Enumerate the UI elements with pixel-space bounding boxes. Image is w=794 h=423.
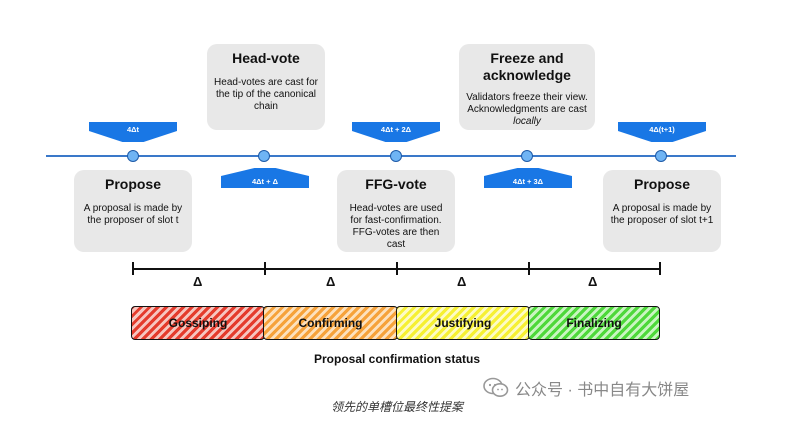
status-confirming: Confirming	[263, 306, 398, 340]
ruler-tick	[659, 262, 661, 275]
delta-label: Δ	[193, 274, 203, 289]
card-propose-t1: Propose A proposal is made by the propos…	[603, 170, 721, 252]
card-title: Propose	[104, 176, 161, 192]
watermark-text: 公众号 · 书中自有大饼屋	[515, 382, 690, 399]
status-justifying: Justifying	[396, 306, 530, 340]
card-title: Propose	[633, 176, 690, 192]
status-gossiping: Gossiping	[131, 306, 265, 340]
ruler-tick	[528, 262, 530, 275]
card-body: A proposal is made by the proposer of sl…	[610, 203, 714, 226]
card-freeze-acknowledge: Freeze and acknowledge Validators freeze…	[459, 44, 595, 130]
card-head-vote: Head-vote Head-votes are cast for the ti…	[207, 44, 325, 130]
timeline-dot	[390, 150, 402, 162]
ruler-tick	[396, 262, 398, 275]
card-body-emphasis: locally	[513, 116, 541, 127]
card-title: Freeze and acknowledge	[483, 50, 571, 83]
figure-caption: 领先的单槽位最终性提案	[330, 400, 463, 414]
card-body: Head-votes are used for fast-confirmatio…	[349, 203, 443, 250]
timeline-dot	[127, 150, 139, 162]
time-marker-4dt-plus-3d: 4Δt + 3Δ	[484, 168, 572, 188]
status-finalizing: Finalizing	[528, 306, 660, 340]
watermark: 公众号 · 书中自有大饼屋	[483, 376, 689, 400]
card-title: FFG-vote	[365, 176, 427, 192]
delta-label: Δ	[326, 274, 336, 289]
timeline-dot	[655, 150, 667, 162]
delta-label: Δ	[457, 274, 467, 289]
time-marker-4dt: 4Δt	[89, 122, 177, 142]
card-body: Validators freeze their view. Acknowledg…	[459, 92, 595, 128]
status-caption: Proposal confirmation status	[313, 352, 481, 366]
time-marker-4d-t-plus-1: 4Δ(t+1)	[618, 122, 706, 142]
card-ffg-vote: FFG-vote Head-votes are used for fast-co…	[337, 170, 455, 252]
delta-label: Δ	[588, 274, 598, 289]
time-marker-4dt-plus-2d: 4Δt + 2Δ	[352, 122, 440, 142]
card-body-text: Validators freeze their view. Acknowledg…	[466, 92, 588, 115]
ruler-tick	[264, 262, 266, 275]
card-body: A proposal is made by the proposer of sl…	[83, 203, 183, 226]
time-marker-4dt-plus-d: 4Δt + Δ	[221, 168, 309, 188]
card-title: Head-vote	[232, 50, 300, 66]
card-body: Head-votes are cast for the tip of the c…	[214, 77, 318, 112]
card-propose-t: Propose A proposal is made by the propos…	[74, 170, 192, 252]
timeline-dot	[258, 150, 270, 162]
wechat-icon	[483, 377, 509, 397]
timeline-dot	[521, 150, 533, 162]
ruler-tick	[132, 262, 134, 275]
